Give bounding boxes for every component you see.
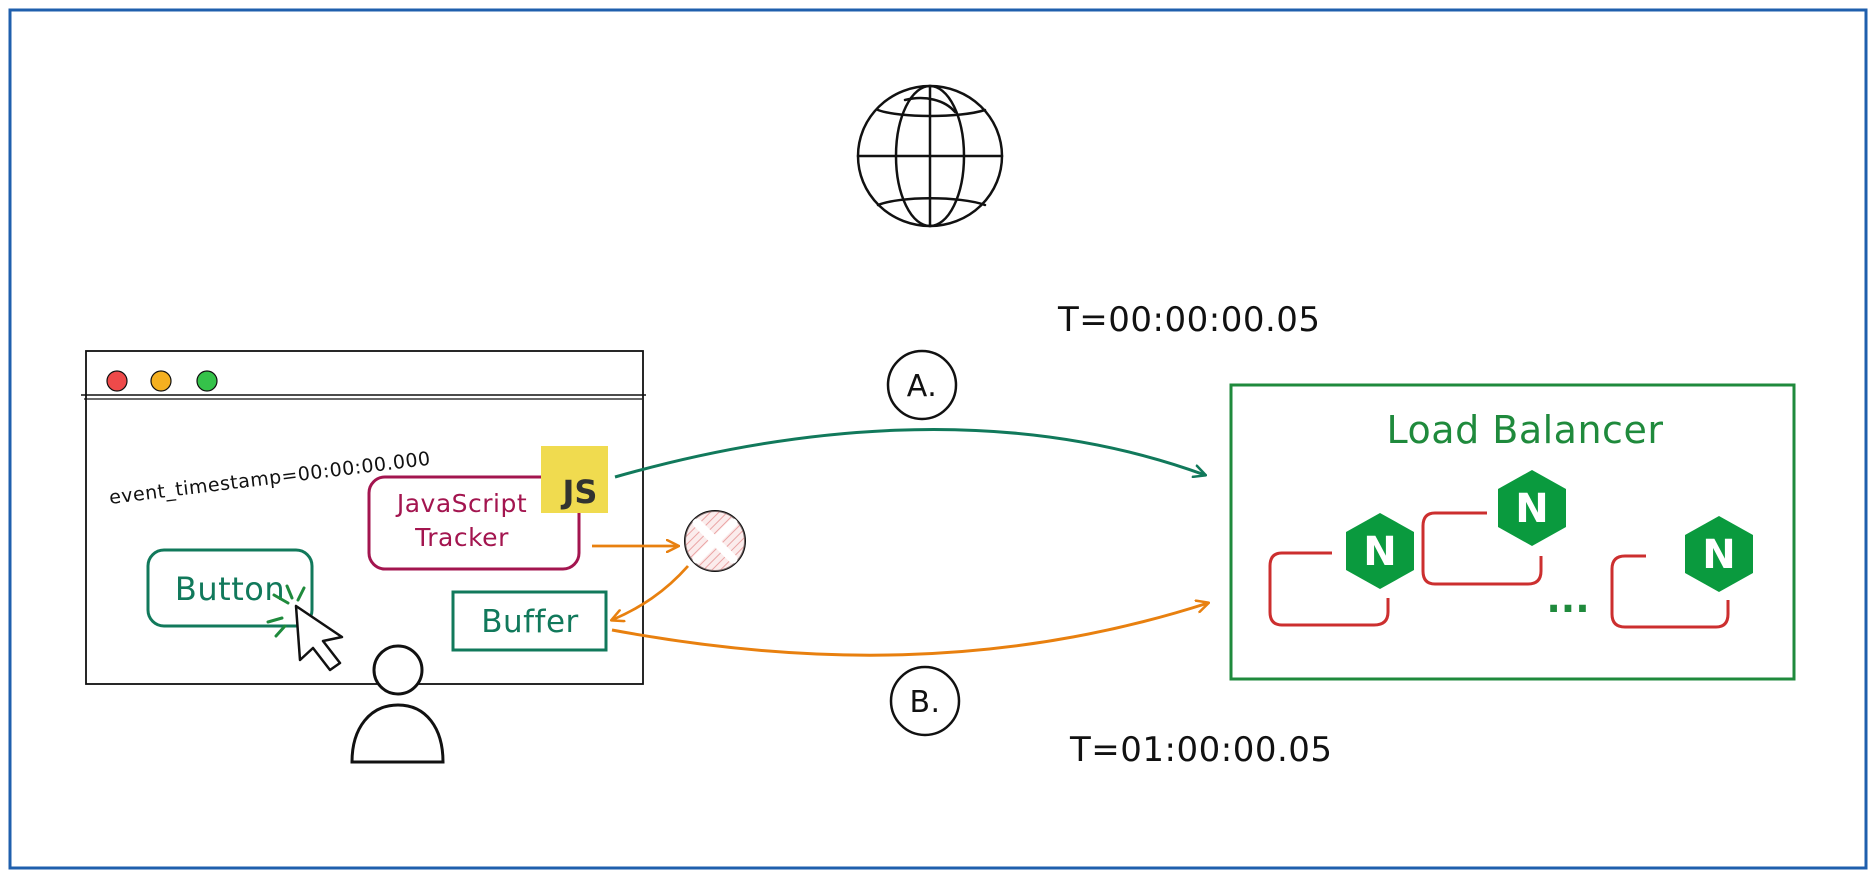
buffer-box[interactable]: Buffer: [451, 590, 608, 652]
server-node-2[interactable]: N: [1421, 470, 1566, 586]
js-badge-text: JS: [561, 473, 598, 511]
error-x-icon: [684, 510, 746, 572]
user-icon: [350, 644, 445, 764]
path-b-label: B.: [909, 685, 940, 720]
nginx-logo-icon: N: [1346, 513, 1414, 589]
nginx-badge-3: N: [1702, 532, 1735, 578]
more-nodes-ellipsis: ...: [1546, 577, 1589, 621]
path-a-marker: A.: [886, 349, 958, 421]
path-b-marker: B.: [889, 665, 961, 737]
window-close-dot[interactable]: [106, 370, 128, 392]
nginx-badge-2: N: [1515, 486, 1548, 532]
path-a-label: A.: [907, 369, 938, 404]
window-maximize-dot[interactable]: [196, 370, 218, 392]
tracker-label-line1: JavaScript: [395, 489, 527, 518]
server-node-3[interactable]: N: [1610, 516, 1753, 629]
buffer-label: Buffer: [481, 604, 579, 640]
page-button[interactable]: Button: [146, 548, 314, 628]
javascript-logo-icon: JS: [541, 446, 608, 513]
window-minimize-dot[interactable]: [150, 370, 172, 392]
nginx-badge-1: N: [1363, 529, 1396, 575]
page-button-label: Button: [175, 570, 285, 608]
server-node-1[interactable]: N: [1268, 513, 1414, 627]
nginx-logo-icon: N: [1685, 516, 1753, 592]
globe-icon: [856, 84, 1004, 228]
nginx-logo-icon: N: [1498, 470, 1566, 546]
outer-frame: [8, 8, 1868, 870]
tracker-label-line2: Tracker: [414, 523, 509, 552]
javascript-tracker-box[interactable]: JavaScript Tracker: [367, 475, 581, 571]
path-b-arrow: [611, 603, 1208, 657]
click-burst-icon: [266, 584, 306, 638]
path-a-arrow: [614, 427, 1205, 479]
path-b-timestamp: T=01:00:00.05: [1069, 730, 1333, 770]
cursor-icon: [294, 604, 344, 672]
path-a-timestamp: T=00:00:00.05: [1057, 300, 1321, 340]
load-balancer-title: Load Balancer: [1387, 408, 1664, 452]
arrow-error-to-buffer: [612, 565, 690, 620]
